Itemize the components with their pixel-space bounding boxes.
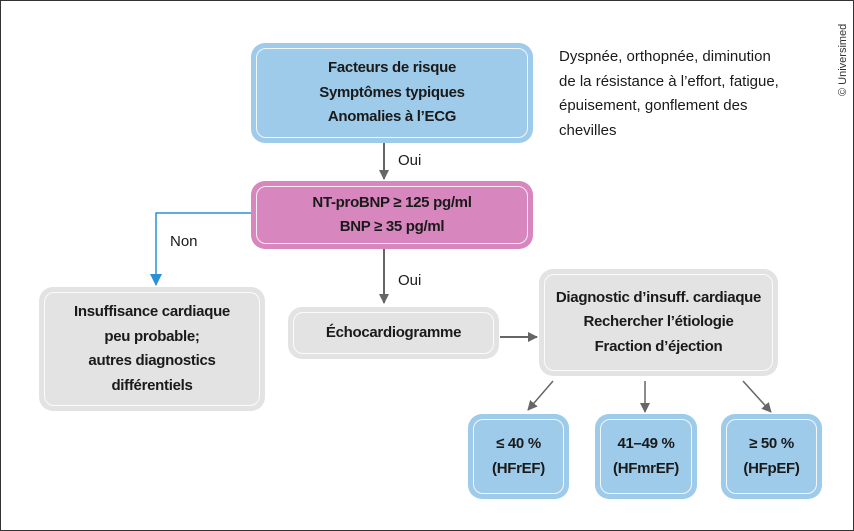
node-line: ≥ 50 % <box>749 435 794 452</box>
node-line: peu probable; <box>104 327 200 345</box>
edge-label-yes: Oui <box>398 152 422 169</box>
hfmref-box: 41–49 % (HFmrEF) <box>595 414 697 499</box>
node-line: Anomalies à l’ECG <box>327 108 457 126</box>
note-line: épuisement, gonflement des <box>559 97 748 115</box>
copyright: © Universimed <box>837 23 849 96</box>
node-line: BNP ≥ 35 pg/ml <box>339 218 445 235</box>
arrow-to-hfpef <box>742 380 772 413</box>
note-line: Dyspnée, orthopnée, diminution <box>559 48 771 65</box>
node-line: Fraction d’éjection <box>594 337 723 355</box>
symptoms-note: Dyspnée, orthopnée, diminution de la rés… <box>559 45 799 144</box>
node-line: NT-proBNP ≥ 125 pg/ml <box>312 193 472 211</box>
edge-label-no: Non <box>170 233 198 250</box>
note-line: de la résistance à l’effort, fatigue, <box>559 72 779 90</box>
node-line: Diagnostic d’insuff. cardiaque <box>555 288 762 306</box>
arrow-bnp-to-unlikely <box>150 212 252 286</box>
heart-failure-unlikely-box: Insuffisance cardiaque peu probable; autre… <box>39 287 265 411</box>
hfpef-box: ≥ 50 % (HFpEF) <box>721 414 822 499</box>
node-line: (HFmrEF) <box>613 459 679 477</box>
node-line: différentiels <box>111 376 193 394</box>
hfref-box: ≤ 40 % (HFrEF) <box>468 414 569 499</box>
node-line: (HFpEF) <box>743 459 800 477</box>
node-line: autres diagnostics <box>88 352 216 369</box>
edge-label-yes: Oui <box>398 272 422 289</box>
node-line: Rechercher l’étiologie <box>583 313 734 331</box>
echocardiogram-box: Échocardiogramme <box>288 307 499 359</box>
node-line: Échocardiogramme <box>325 323 462 341</box>
node-line: 41–49 % <box>617 435 675 452</box>
node-line: ≤ 40 % <box>496 435 541 452</box>
node-line: (HFrEF) <box>492 459 545 477</box>
note-line: chevilles <box>559 122 617 140</box>
node-line: Symptômes typiques <box>319 83 465 101</box>
node-line: Insuffisance cardiaque <box>74 303 230 320</box>
arrow-to-hfref <box>527 380 554 411</box>
node-line: Facteurs de risque <box>328 59 456 77</box>
